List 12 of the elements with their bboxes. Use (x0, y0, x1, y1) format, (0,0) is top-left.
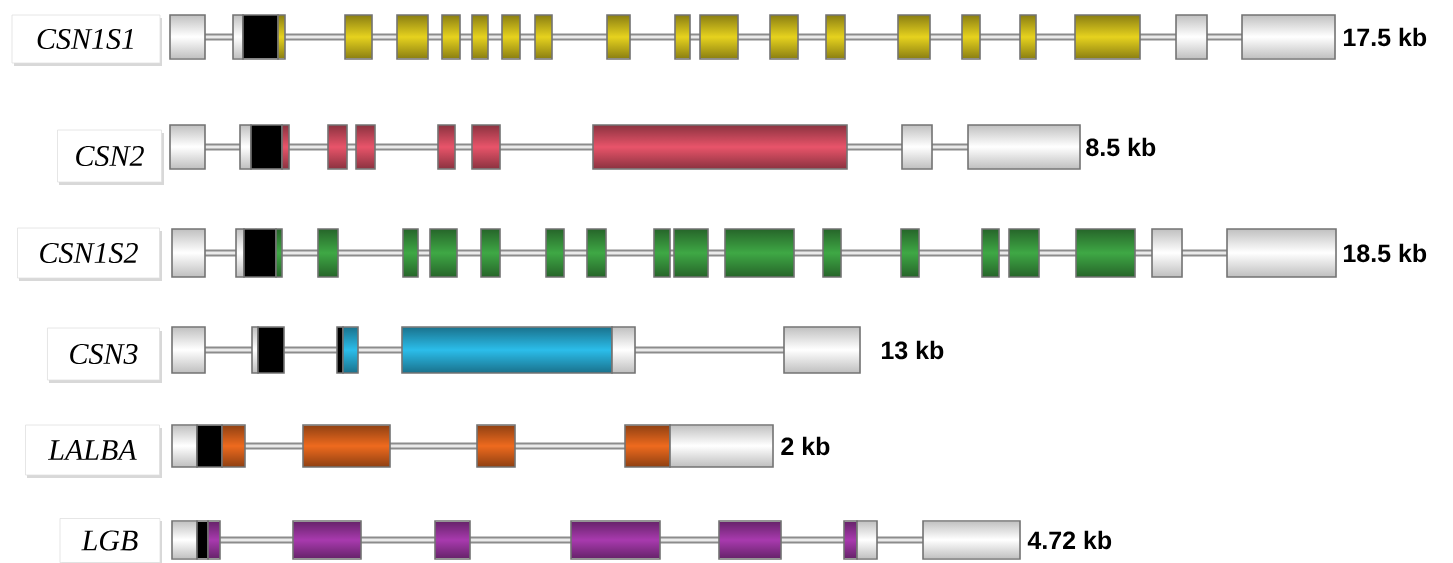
gene-size-label: 17.5 kb (1344, 27, 1427, 47)
gene-name-box: CSN1S1 (11, 14, 162, 66)
gene-name-box: LALBA (25, 424, 162, 478)
gene-name-box: CSN3 (47, 327, 162, 383)
gene-size-label: 4.72 kb (1027, 530, 1112, 550)
gene-name-box: LGB (59, 518, 162, 563)
gene-size-label: 13 kb (881, 340, 944, 360)
gene-size-label: 8.5 kb (1086, 137, 1156, 157)
gene-size-label: 18.5 kb (1344, 243, 1427, 263)
gene-name-box: CSN1S2 (17, 227, 162, 281)
gene-size-label: 2 kb (781, 436, 830, 456)
gene-name-box: CSN2 (57, 129, 164, 185)
